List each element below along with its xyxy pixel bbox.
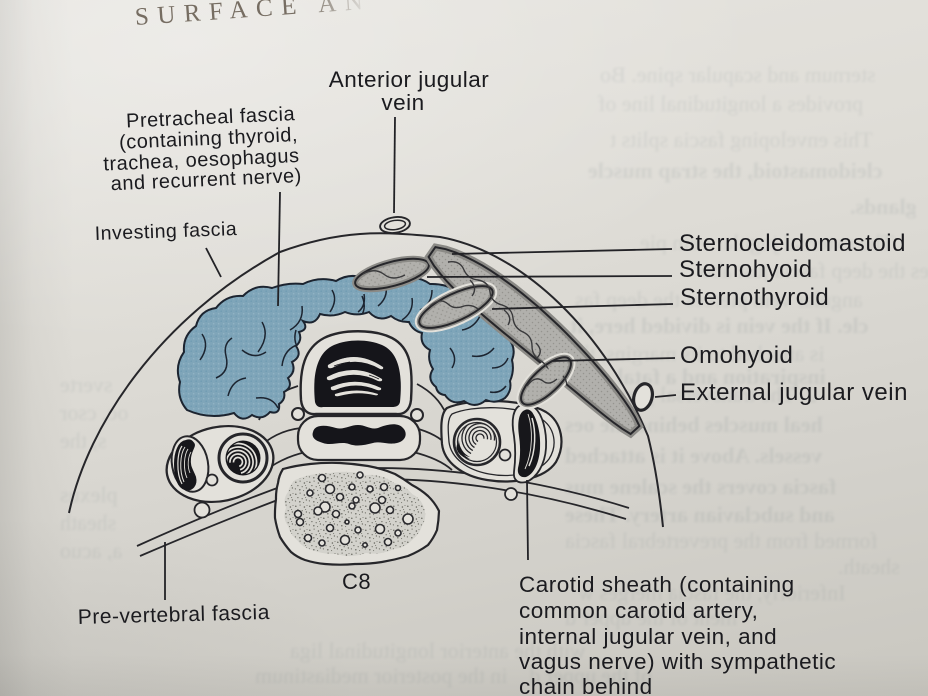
svg-text:Anterior jugular: Anterior jugular [329,67,490,92]
svg-text:Sternocleidomastoid: Sternocleidomastoid [679,230,906,257]
svg-text:C8: C8 [342,569,371,594]
svg-text:internal jugular vein, and: internal jugular vein, and [519,624,777,649]
svg-text:Pre-vertebral fascia: Pre-vertebral fascia [78,601,271,629]
svg-text:External jugular vein: External jugular vein [680,379,908,406]
svg-text:Omohyoid: Omohyoid [680,342,793,369]
svg-text:vein: vein [381,90,424,115]
svg-text:Sternohyoid: Sternohyoid [679,256,813,283]
svg-text:Sternothyroid: Sternothyroid [680,284,829,311]
svg-text:Investing fascia: Investing fascia [94,218,237,245]
svg-text:vagus nerve) with sympathetic: vagus nerve) with sympathetic [519,649,836,674]
svg-text:Carotid sheath (containing: Carotid sheath (containing [519,572,795,597]
svg-text:chain behind: chain behind [519,674,653,696]
svg-text:common carotid artery,: common carotid artery, [519,598,758,623]
